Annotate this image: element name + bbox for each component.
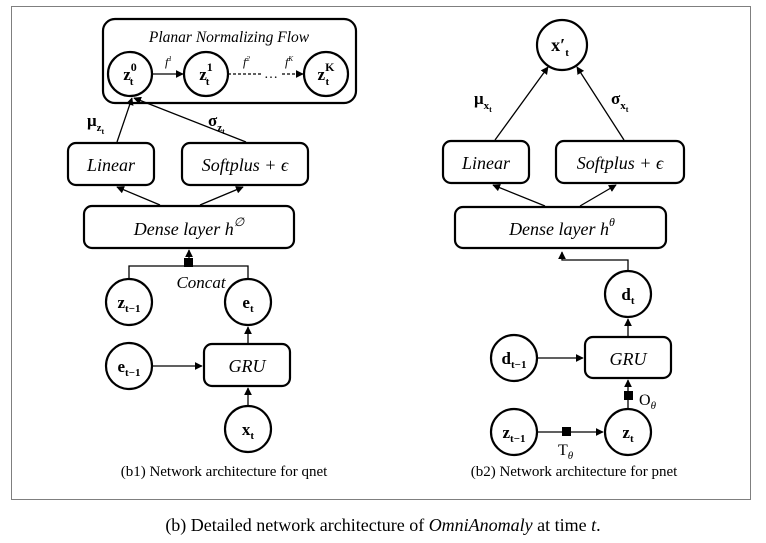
pnet-d-prev-label: dt−1 xyxy=(502,349,527,371)
pnet-gru-label: GRU xyxy=(610,349,648,369)
qnet-dense-box xyxy=(82,204,296,250)
qnet-gru-box xyxy=(202,342,292,388)
pnet-d-prev-node xyxy=(489,333,539,383)
pnet-dense-to-linear xyxy=(492,184,546,207)
flow-dots: … xyxy=(264,67,278,82)
sigma-z-label: σzt xyxy=(208,111,225,136)
t-theta-node xyxy=(562,427,571,436)
qnet-dense-label: Dense layer h∅ xyxy=(133,215,245,239)
figure-caption: (b) Detailed network architecture of Omn… xyxy=(165,515,600,536)
pnet-z-prev-label: zt−1 xyxy=(503,423,526,445)
mu-z-label: μzt xyxy=(87,111,105,136)
zK-node xyxy=(302,50,350,98)
pnet-mu-arrow xyxy=(494,66,549,141)
pnet-z-prev-node xyxy=(489,407,539,457)
qnet-linear-label: Linear xyxy=(86,155,136,175)
qnet-gru-label: GRU xyxy=(229,356,267,376)
sigma-arrow xyxy=(133,96,247,143)
planar-flow-box xyxy=(101,17,358,105)
qnet-softplus-box xyxy=(180,141,310,187)
qnet-linear-box xyxy=(66,141,156,187)
figure-frame xyxy=(11,6,751,500)
fK-label: fK xyxy=(285,55,293,69)
pnet-caption: (b2) Network architecture for pnet xyxy=(471,464,678,480)
pnet-x-prime-node xyxy=(535,18,589,72)
pnet-linear-label: Linear xyxy=(461,153,511,173)
qnet-e-t-label: et xyxy=(242,293,254,315)
mu-arrow xyxy=(116,97,134,143)
qnet-z-prev-node xyxy=(104,277,154,327)
qnet-e-prev-node xyxy=(104,341,154,391)
pnet-dense-to-softplus xyxy=(579,184,617,207)
concat-node xyxy=(184,258,193,267)
qnet-e-prev-label: et−1 xyxy=(118,357,141,379)
f1-label: f1 xyxy=(165,55,172,69)
pnet-softplus-box xyxy=(554,139,686,185)
pnet-linear-box xyxy=(441,139,531,185)
mu-x-label: μxt xyxy=(474,89,492,114)
o-theta-label: Oθ xyxy=(639,392,657,412)
pnet-d-t-node xyxy=(603,269,653,319)
qnet-x-t-node xyxy=(223,404,273,454)
qnet-dense-to-linear xyxy=(116,186,161,206)
pnet-sigma-arrow xyxy=(576,66,625,141)
pnet-z-t-label: zt xyxy=(622,423,634,445)
planar-flow-title: Planar Normalizing Flow xyxy=(148,29,310,46)
o-theta-node xyxy=(624,391,633,400)
t-theta-label: Tθ xyxy=(558,442,574,462)
pnet-diagram: x′t μxt σxt Linear Softplus + ϵ Dense la… xyxy=(441,18,686,480)
pnet-dense-box xyxy=(453,205,668,250)
qnet-x-t-label: xt xyxy=(242,420,255,442)
pnet-x-prime-label: x′t xyxy=(551,35,569,59)
pnet-dense-label: Dense layer hθ xyxy=(508,215,615,239)
pnet-z-t-node xyxy=(603,407,653,457)
qnet-dense-to-softplus xyxy=(199,186,244,206)
pnet-softplus-label: Softplus + ϵ xyxy=(577,153,664,173)
pnet-d-to-dense xyxy=(558,251,629,272)
concat-lines xyxy=(128,265,249,283)
f2-label: f2 xyxy=(243,55,250,69)
sigma-x-label: σxt xyxy=(611,89,629,114)
qnet-caption: (b1) Network architecture for qnet xyxy=(121,464,328,480)
concat-label: Concat xyxy=(176,273,226,292)
pnet-d-t-label: dt xyxy=(621,285,634,307)
pnet-gru-box xyxy=(583,335,673,380)
qnet-e-t-node xyxy=(223,277,273,327)
qnet-z-prev-label: zt−1 xyxy=(118,293,141,315)
qnet-softplus-label: Softplus + ϵ xyxy=(202,155,289,175)
